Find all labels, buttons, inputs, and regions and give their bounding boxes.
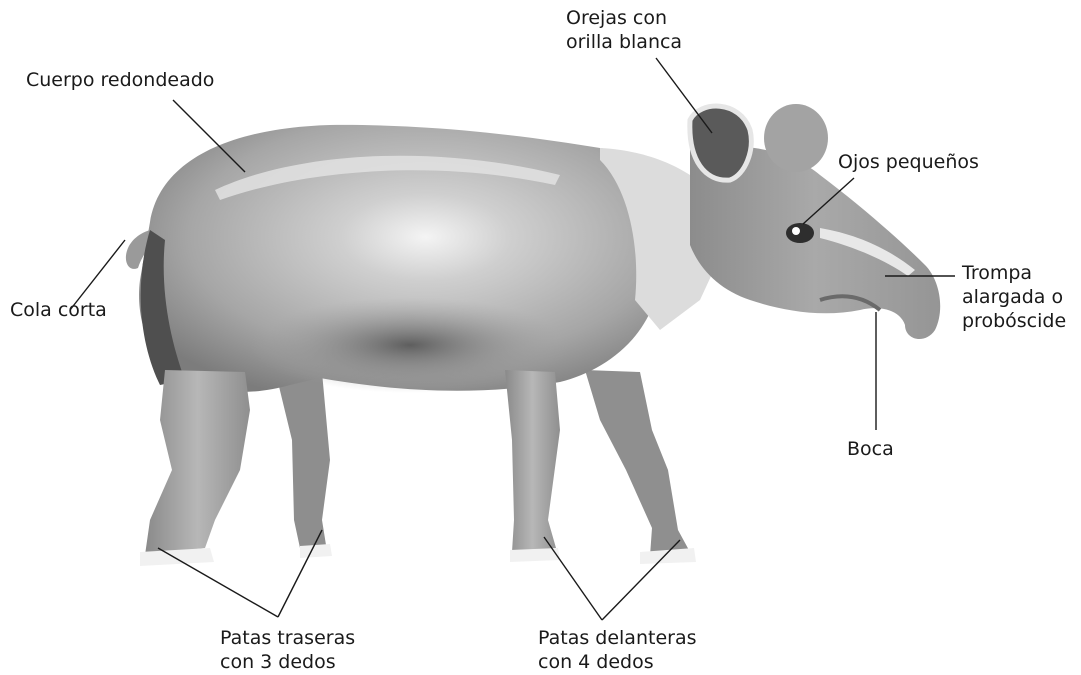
leader-front-a [544, 537, 602, 620]
label-body: Cuerpo redondeado [26, 68, 214, 92]
label-trunk-line2: alargada o [962, 285, 1066, 309]
label-eyes: Ojos pequeños [838, 150, 979, 174]
front-toes-far [640, 548, 696, 564]
label-mouth: Boca [847, 437, 894, 461]
near-hind-leg [145, 370, 250, 555]
label-body-line1: Cuerpo redondeado [26, 68, 214, 92]
label-front-legs-line1: Patas delanteras [538, 626, 697, 650]
label-hind-legs-line1: Patas traseras [220, 626, 355, 650]
label-ears-line2: orilla blanca [566, 30, 682, 54]
label-ears-line1: Orejas con [566, 6, 682, 30]
label-trunk: Trompa alargada o probóscide [962, 261, 1066, 333]
far-hind-leg [275, 370, 330, 548]
ear-back [764, 104, 828, 172]
label-tail: Cola corta [10, 298, 107, 322]
label-trunk-line3: probóscide [962, 309, 1066, 333]
label-ears: Orejas con orilla blanca [566, 6, 682, 54]
near-front-leg [505, 370, 560, 552]
label-tail-line1: Cola corta [10, 298, 107, 322]
label-hind-legs: Patas traseras con 3 dedos [220, 626, 355, 674]
label-hind-legs-line2: con 3 dedos [220, 650, 355, 674]
eye-shape [786, 223, 814, 243]
far-front-leg [585, 370, 690, 556]
leader-hind-a [158, 548, 278, 617]
label-front-legs: Patas delanteras con 4 dedos [538, 626, 697, 674]
leader-ears [656, 58, 712, 133]
label-front-legs-line2: con 4 dedos [538, 650, 697, 674]
label-trunk-line1: Trompa [962, 261, 1066, 285]
hind-toes-far [300, 544, 332, 558]
eye-highlight [792, 227, 800, 235]
label-mouth-line1: Boca [847, 437, 894, 461]
label-eyes-line1: Ojos pequeños [838, 150, 979, 174]
